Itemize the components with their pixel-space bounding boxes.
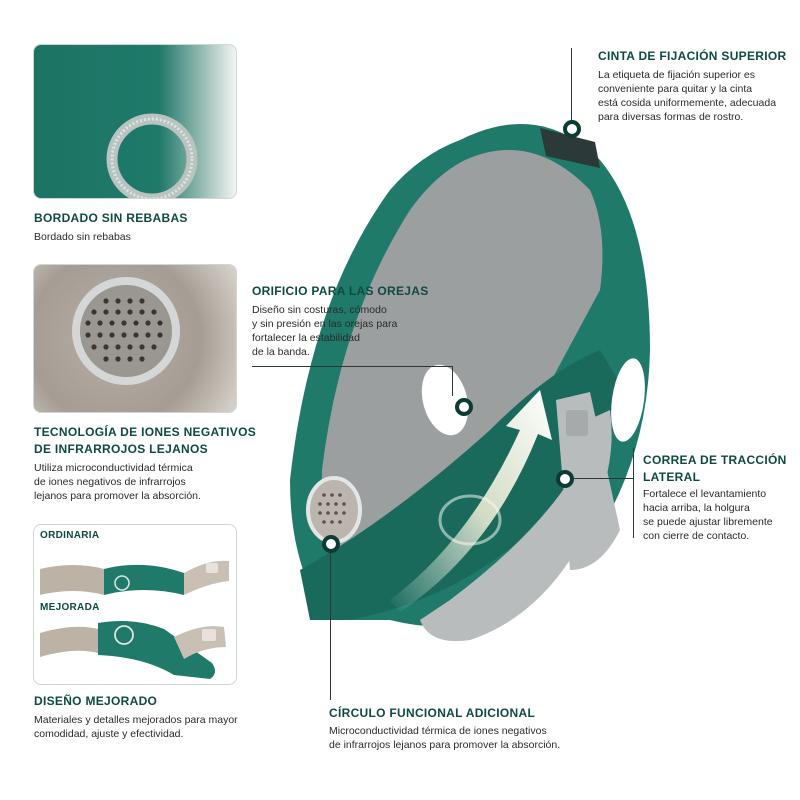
side-strap-desc-line4: con cierre de contacto. (643, 530, 750, 542)
ear-hole-desc-line3: fortalecer la estabilidad (252, 332, 360, 344)
functional-circle-desc-line2: de infrarrojos lejanos para promover la … (329, 739, 561, 751)
perforated-circle-icon (72, 277, 180, 385)
side-strap-desc-line3: se puede ajustar libremente (643, 516, 773, 528)
callout-line-ear-hole-h (252, 366, 452, 367)
infrared-desc-line3: lejanos para promover la absorción. (34, 490, 201, 502)
comparison-straps-illustration (40, 560, 229, 679)
infrared-title-line2: DE INFRARROJOS LEJANOS (34, 442, 208, 456)
callout-line-side-strap-h (573, 478, 633, 479)
label-improved: MEJORADA (40, 602, 100, 613)
comparison-panel (33, 524, 237, 685)
embroidery-ring-icon (106, 113, 198, 198)
infrared-desc-line2: de iones negativos de infrarrojos (34, 476, 186, 488)
top-strap-desc-line2: conveniente para quitar y la cinta (598, 83, 753, 95)
callout-line-circle (330, 550, 331, 700)
callout-dot-circle (322, 535, 340, 553)
callout-dot-ear-hole (455, 398, 473, 416)
functional-circle-desc-line1: Microconductividad térmica de iones nega… (329, 725, 547, 737)
label-ordinary: ORDINARIA (40, 530, 100, 541)
callout-dot-side-strap (556, 470, 574, 488)
top-strap-desc-line4: para diversas formas de rostro. (598, 111, 744, 123)
side-strap-title-line1: CORREA DE TRACCIÓN (643, 453, 787, 467)
top-strap-title: CINTA DE FIJACIÓN SUPERIOR (598, 49, 787, 63)
side-strap-desc-line2: hacia arriba, la holgura (643, 502, 750, 514)
top-strap-desc-line3: está cosida uniformemente, adecuada (598, 97, 777, 109)
embroidery-title: BORDADO SIN REBABAS (34, 211, 188, 225)
improved-desc-line2: comodidad, ajuste y efectividad. (34, 728, 184, 740)
side-strap-title-line2: LATERAL (643, 470, 701, 484)
ear-hole-desc-line1: Diseño sin costuras, cómodo (252, 304, 387, 316)
embroidery-closeup-panel (33, 44, 237, 199)
ear-hole-title: ORIFICIO PARA LAS OREJAS (252, 284, 429, 298)
improved-desc-line1: Materiales y detalles mejorados para may… (34, 714, 238, 726)
functional-circle-title: CÍRCULO FUNCIONAL ADICIONAL (329, 706, 536, 720)
embroidery-desc: Bordado sin rebabas (34, 231, 131, 243)
improved-title: DISEÑO MEJORADO (34, 694, 158, 708)
callout-line-ear-hole-v (452, 366, 453, 396)
ear-hole-desc-line4: de la banda. (252, 346, 310, 358)
callout-line-top-strap (571, 48, 572, 126)
v-line-mask-illustration (290, 124, 650, 642)
infrared-title-line1: TECNOLOGÍA DE IONES NEGATIVOS (34, 425, 257, 439)
side-strap-desc-line1: Fortalece el levantamiento (643, 488, 767, 500)
ear-hole-desc-line2: y sin presión en las orejas para (252, 318, 398, 330)
infrared-desc-line1: Utiliza microconductividad térmica (34, 462, 193, 474)
infrared-closeup-panel (33, 264, 237, 413)
top-strap-desc-line1: La etiqueta de fijación superior es (598, 69, 756, 81)
callout-dot-top-strap (563, 120, 581, 138)
callout-line-side-strap-v (633, 448, 634, 538)
